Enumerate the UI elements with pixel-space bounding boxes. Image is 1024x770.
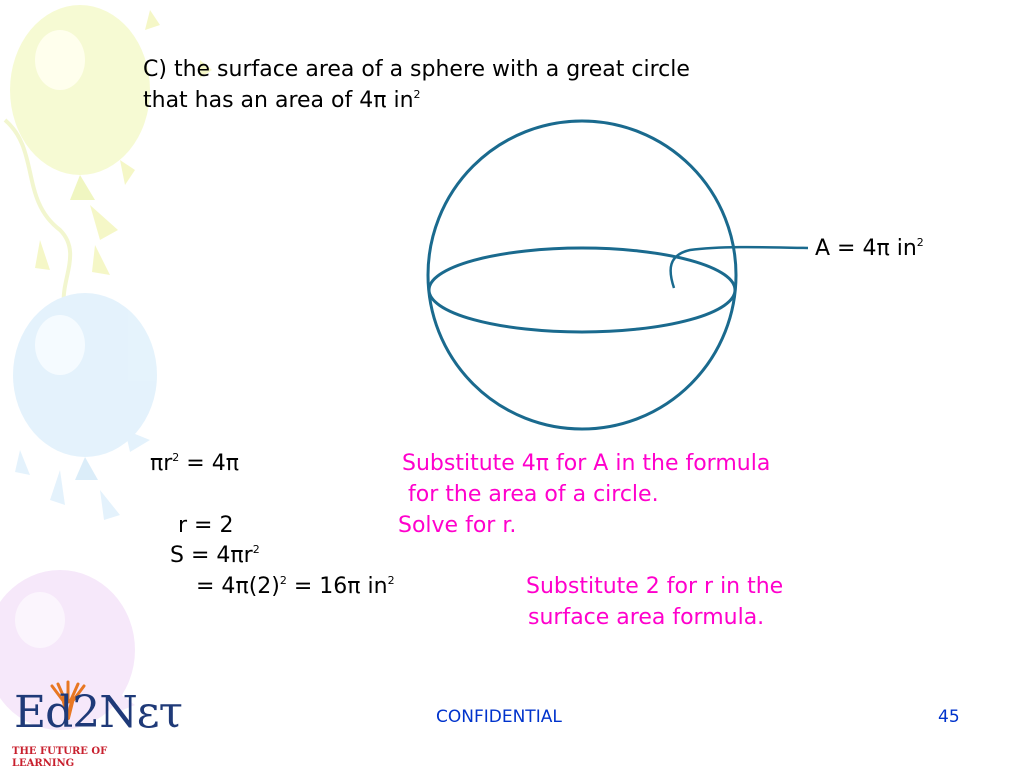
note-text: Substitute 4 bbox=[402, 451, 536, 476]
unit-text: in bbox=[889, 236, 917, 261]
label-leader-line bbox=[669, 245, 809, 289]
exponent: 2 bbox=[413, 88, 421, 101]
pi-symbol: π bbox=[150, 451, 164, 476]
problem-title-line1: C) the surface area of a sphere with a g… bbox=[143, 57, 690, 82]
great-circle-area-label: A = 4π in2 bbox=[815, 234, 924, 264]
logo-text: Ed2Nετ bbox=[14, 687, 183, 738]
equation-text: = 16 bbox=[286, 574, 348, 599]
note-text: for A in the formula bbox=[549, 451, 771, 476]
pi-symbol: π bbox=[373, 88, 387, 113]
pi-symbol: π bbox=[347, 574, 361, 599]
note-solve-r: Solve for r. bbox=[398, 513, 517, 538]
note-substitute-r-line2: surface area formula. bbox=[528, 605, 765, 630]
page-number: 45 bbox=[938, 707, 960, 727]
exponent: 2 bbox=[252, 543, 260, 556]
note-substitute-r-line1: Substitute 2 for r in the bbox=[526, 574, 784, 599]
step-surface-formula: S = 4πr2 bbox=[170, 541, 260, 571]
ed2net-logo: Ed2Nετ THE FUTURE OF LEARNING bbox=[10, 680, 183, 769]
step-r-value: r = 2 bbox=[178, 513, 234, 538]
note-substitute-area-line1: Substitute 4π for A in the formula bbox=[402, 449, 770, 479]
area-label-text: A = 4 bbox=[815, 236, 877, 261]
title-text: that has an area of 4 bbox=[143, 88, 374, 113]
logo-figure-icon bbox=[50, 680, 86, 720]
equation-text: (2) bbox=[248, 574, 280, 599]
unit-text: in bbox=[360, 574, 388, 599]
note-substitute-area-line2: for the area of a circle. bbox=[408, 482, 659, 507]
exponent: 2 bbox=[916, 236, 924, 249]
exponent: 2 bbox=[172, 451, 180, 464]
logo-tagline: THE FUTURE OF LEARNING bbox=[12, 746, 108, 769]
variable-r: r bbox=[163, 451, 173, 476]
equation-text: S = 4 bbox=[170, 543, 231, 568]
sphere-outline bbox=[426, 119, 738, 431]
footer-confidential: CONFIDENTIAL bbox=[436, 707, 562, 727]
pi-symbol: π bbox=[876, 236, 890, 261]
equation-text: = 4 bbox=[196, 574, 236, 599]
exponent: 2 bbox=[279, 574, 287, 587]
exponent: 2 bbox=[387, 574, 395, 587]
pi-symbol: π bbox=[230, 543, 244, 568]
variable-r: r bbox=[243, 543, 253, 568]
problem-title-line2: that has an area of 4π in2 bbox=[143, 86, 421, 116]
pi-symbol: π bbox=[535, 451, 550, 476]
great-circle bbox=[427, 246, 737, 334]
pi-symbol: π bbox=[225, 451, 239, 476]
unit-text: in bbox=[386, 88, 414, 113]
pi-symbol: π bbox=[235, 574, 249, 599]
equation-text: = 4 bbox=[179, 451, 226, 476]
step-pi-r-squared: πr2 = 4π bbox=[150, 449, 239, 479]
step-surface-result: = 4π(2)2 = 16π in2 bbox=[196, 572, 395, 602]
